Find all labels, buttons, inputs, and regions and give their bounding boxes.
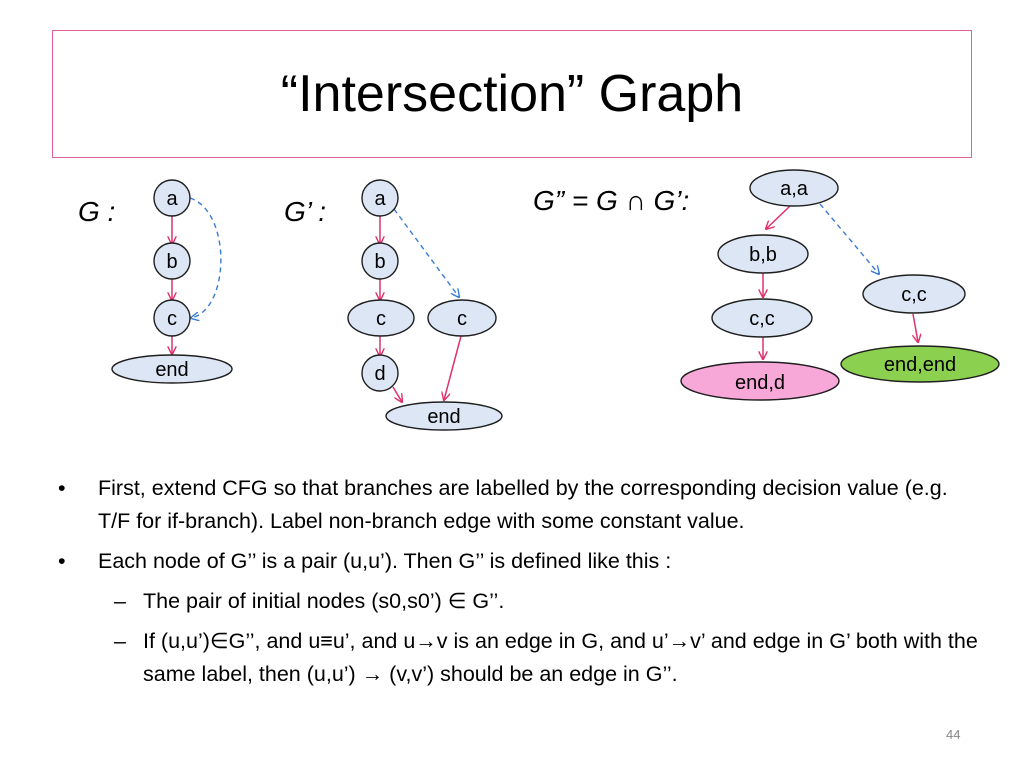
gprime-edge-d-end (392, 386, 402, 402)
graph-g: a b c end (111, 179, 233, 384)
gprime-node-b-label: b (374, 251, 385, 273)
gdouble-node-end-d-label: end,d (735, 372, 785, 394)
g-node-a: a (153, 179, 191, 217)
sub-bullet-text: The pair of initial nodes (s0,s0’) ∈ G’’… (143, 589, 505, 613)
slide-title: “Intersection” Graph (280, 65, 744, 123)
graph-gprime: a b c c d end (347, 179, 503, 431)
gdouble-node-aa: a,a (749, 169, 839, 207)
g-node-c-label: c (167, 308, 177, 330)
sub-bullet-dash-icon: – (114, 629, 126, 653)
gprime-node-c: c (347, 299, 415, 337)
bullet-dot-icon: • (58, 476, 66, 500)
bullet-list: • First, extend CFG so that branches are… (58, 472, 978, 698)
page-number: 44 (946, 727, 961, 742)
gdouble-node-aa-label: a,a (780, 178, 809, 200)
graph-gdouble: a,a b,b c,c c,c end,d end,end (680, 169, 1000, 401)
title-box: “Intersection” Graph (52, 30, 972, 158)
gdouble-node-end-end-label: end,end (884, 354, 956, 376)
graph-gdouble-label: G” = G ∩ G’: (533, 185, 690, 216)
gdouble-node-end-d: end,d (680, 361, 840, 401)
sub-bullet-item: – The pair of initial nodes (s0,s0’) ∈ G… (58, 585, 978, 618)
g-node-a-label: a (166, 188, 178, 210)
bullet-text: Each node of G’’ is a pair (u,u’). Then … (98, 549, 672, 573)
gprime-node-d-label: d (374, 363, 385, 385)
gprime-node-d: d (361, 354, 399, 392)
gprime-edge-a-c2-dashed (393, 208, 459, 297)
graph-gprime-label: G’ : (284, 196, 327, 227)
gdouble-edge-aa-cc2-dashed (819, 203, 879, 274)
sub-bullet-text: If (u,u’)∈G’’, and u≡u’, and u→v is an e… (143, 629, 978, 686)
g-node-end: end (111, 354, 233, 384)
gprime-node-end-label: end (427, 406, 460, 428)
gprime-node-c-label: c (376, 308, 386, 330)
sub-bullet-dash-icon: – (114, 589, 126, 613)
graphs-diagram: a b c end a b c (111, 169, 1000, 431)
gprime-node-c2: c (427, 299, 497, 337)
gprime-node-a-label: a (374, 188, 386, 210)
gdouble-node-end-end: end,end (840, 345, 1000, 383)
g-node-b-label: b (166, 251, 177, 273)
bullet-dot-icon: • (58, 549, 66, 573)
gdouble-node-bb-label: b,b (749, 244, 777, 266)
gdouble-node-cc: c,c (711, 298, 813, 338)
gprime-node-c2-label: c (457, 308, 467, 330)
gdouble-node-bb: b,b (717, 234, 809, 274)
g-edge-a-c-dashed (190, 197, 222, 318)
gprime-node-end: end (385, 401, 503, 431)
bullet-item: • Each node of G’’ is a pair (u,u’). The… (58, 545, 978, 578)
gprime-edge-c2-end (444, 335, 462, 400)
gdouble-node-cc2: c,c (862, 274, 966, 314)
g-node-b: b (153, 242, 191, 280)
gdouble-node-cc-label: c,c (749, 308, 775, 330)
gdouble-edge-cc2-endend (913, 313, 918, 342)
g-node-end-label: end (155, 359, 188, 381)
gprime-node-b: b (361, 242, 399, 280)
gdouble-node-cc2-label: c,c (901, 284, 927, 306)
sub-bullet-item: – If (u,u’)∈G’’, and u≡u’, and u→v is an… (58, 625, 978, 691)
bullet-text: First, extend CFG so that branches are l… (98, 476, 948, 533)
g-node-c: c (153, 299, 191, 337)
gprime-node-a: a (361, 179, 399, 217)
bullet-item: • First, extend CFG so that branches are… (58, 472, 978, 538)
gdouble-edge-aa-bb (766, 205, 791, 229)
graph-g-label: G : (78, 196, 116, 227)
